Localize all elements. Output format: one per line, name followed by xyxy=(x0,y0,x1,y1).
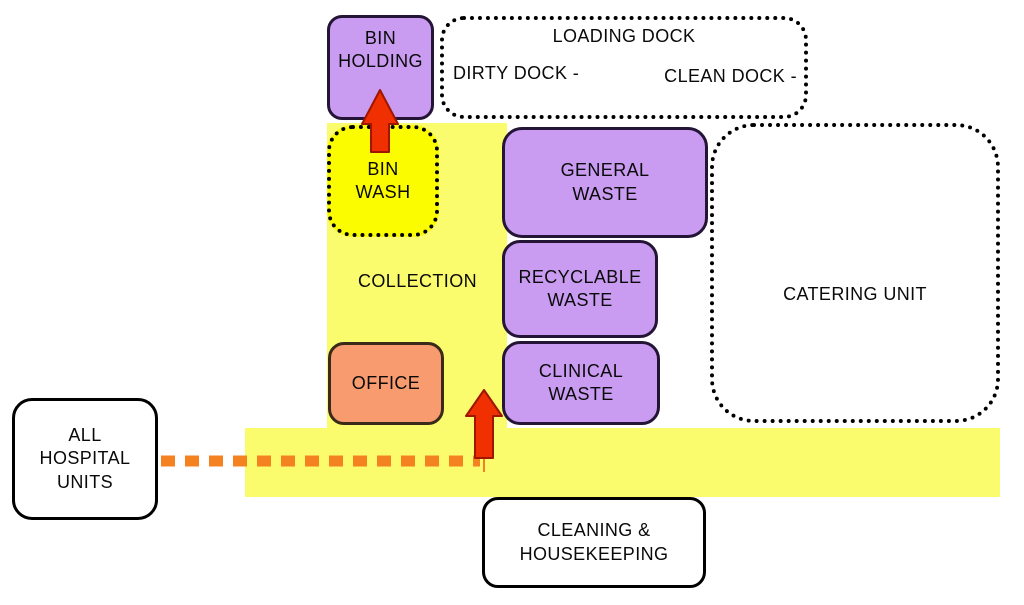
loading-dock-title: LOADING DOCK xyxy=(552,26,696,46)
office-label: OFFICE xyxy=(351,372,421,393)
office-room: OFFICE xyxy=(328,342,444,425)
clinical-waste-label-line1: CLINICAL xyxy=(538,360,624,381)
recyclable-waste-label-line1: RECYCLABLE xyxy=(518,266,642,287)
general-waste-label-line1: GENERAL xyxy=(560,160,650,181)
clinical-waste-label-line2: WASTE xyxy=(548,384,614,404)
catering-unit-room: CATERING UNIT xyxy=(710,123,1000,423)
loading-dock-room: LOADING DOCK DIRTY DOCK - CLEAN DOCK - xyxy=(440,16,808,119)
bin-holding-label-line2: HOLDING xyxy=(338,51,423,72)
all-hospital-units-label-line2: HOSPITAL xyxy=(39,448,131,469)
general-waste-label-line2: WASTE xyxy=(572,183,638,204)
cleaning-housekeeping-label-line1: CLEANING & xyxy=(537,520,651,541)
dirty-dock-label: DIRTY DOCK - xyxy=(453,63,580,83)
clinical-waste-room: CLINICAL WASTE xyxy=(502,341,660,425)
bin-wash-label-line1: BIN xyxy=(367,158,399,179)
catering-unit-label: CATERING UNIT xyxy=(783,284,927,305)
all-hospital-units-label-line1: ALL xyxy=(68,424,102,445)
cleaning-housekeeping-room: CLEANING & HOUSEKEEPING xyxy=(482,497,706,588)
cleaning-housekeeping-label-line2: HOUSEKEEPING xyxy=(519,543,669,564)
clean-dock-label: CLEAN DOCK - xyxy=(664,66,797,86)
all-hospital-units-room: ALL HOSPITAL UNITS xyxy=(12,398,158,520)
recyclable-waste-room: RECYCLABLE WASTE xyxy=(502,240,658,338)
all-hospital-units-label-line3: UNITS xyxy=(57,471,113,492)
recyclable-waste-label-line2: WASTE xyxy=(547,290,613,310)
bin-wash-label-line2: WASH xyxy=(355,182,411,202)
collection-zone-label: COLLECTION xyxy=(357,271,478,291)
general-waste-room: GENERAL WASTE xyxy=(502,127,708,238)
bin-holding-label-line1: BIN xyxy=(364,28,397,48)
bin-holding-room: BIN HOLDING xyxy=(327,15,434,120)
bin-wash-room: BIN WASH xyxy=(327,125,439,237)
corridor-zone xyxy=(245,428,1000,497)
